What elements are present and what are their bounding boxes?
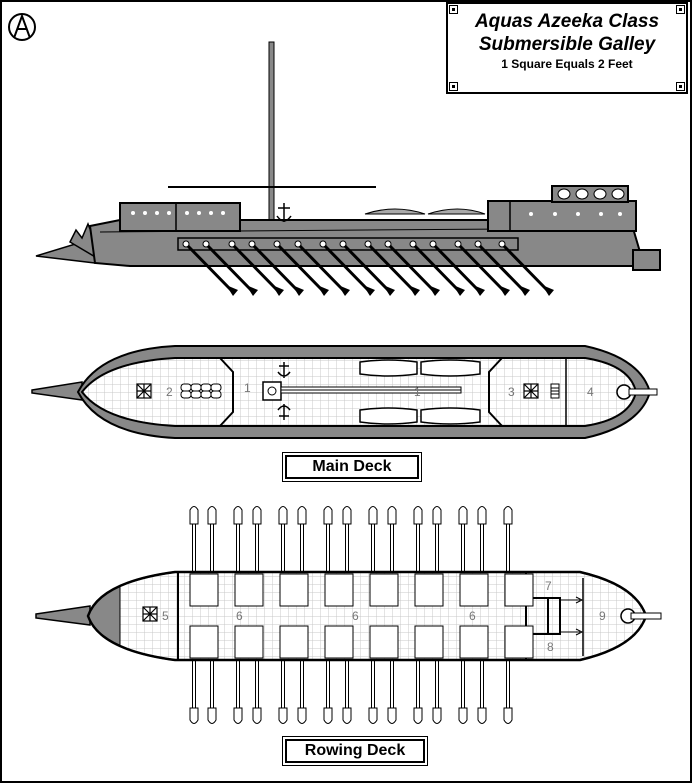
room-number: 6 [236,609,243,623]
room-number: 1 [244,381,251,395]
corner-ornament-icon [676,5,685,14]
room-number: 2 [166,385,173,399]
room-number: 8 [547,640,554,654]
title-box: Aquas Azeeka Class Submersible Galley 1 … [446,2,688,94]
rowing-deck-plan: 5 6 6 6 7 8 9 [35,506,662,724]
title-line-2: Submersible Galley [478,34,656,55]
corner-ornament-icon [449,82,458,91]
oar-icon [189,629,513,724]
corner-ornament-icon [676,82,685,91]
anchor-icon [276,203,292,222]
oar-icon [182,240,554,296]
room-number: 7 [545,579,552,593]
main-deck-label: Main Deck [282,452,422,482]
anchor-icon [277,362,291,420]
artist-signature-icon [8,13,36,41]
hatch-icon [136,383,539,399]
mast [268,41,275,227]
room-number: 4 [587,385,594,399]
rowing-deck-label: Rowing Deck [282,736,428,766]
rowing-deck-ram [35,605,91,626]
scale-label: 1 Square Equals 2 Feet [501,57,633,71]
room-number: 1 [414,385,421,399]
title-line-1: Aquas Azeeka Class [474,11,660,32]
room-number: 5 [162,609,169,623]
ship-side-view [35,41,661,296]
room-number: 3 [508,385,515,399]
corner-ornament-icon [449,5,458,14]
hatch-icon [142,606,158,622]
rudder [632,249,661,271]
oar-icon [189,506,513,603]
main-deck-plan: 1 1 2 3 4 [31,345,658,439]
ladder-icon [550,383,560,399]
forecastle [119,202,241,232]
room-number: 9 [599,609,606,623]
room-number: 6 [469,609,476,623]
aftcastle [487,200,637,232]
room-number: 6 [352,609,359,623]
main-deck-ram [31,381,83,401]
